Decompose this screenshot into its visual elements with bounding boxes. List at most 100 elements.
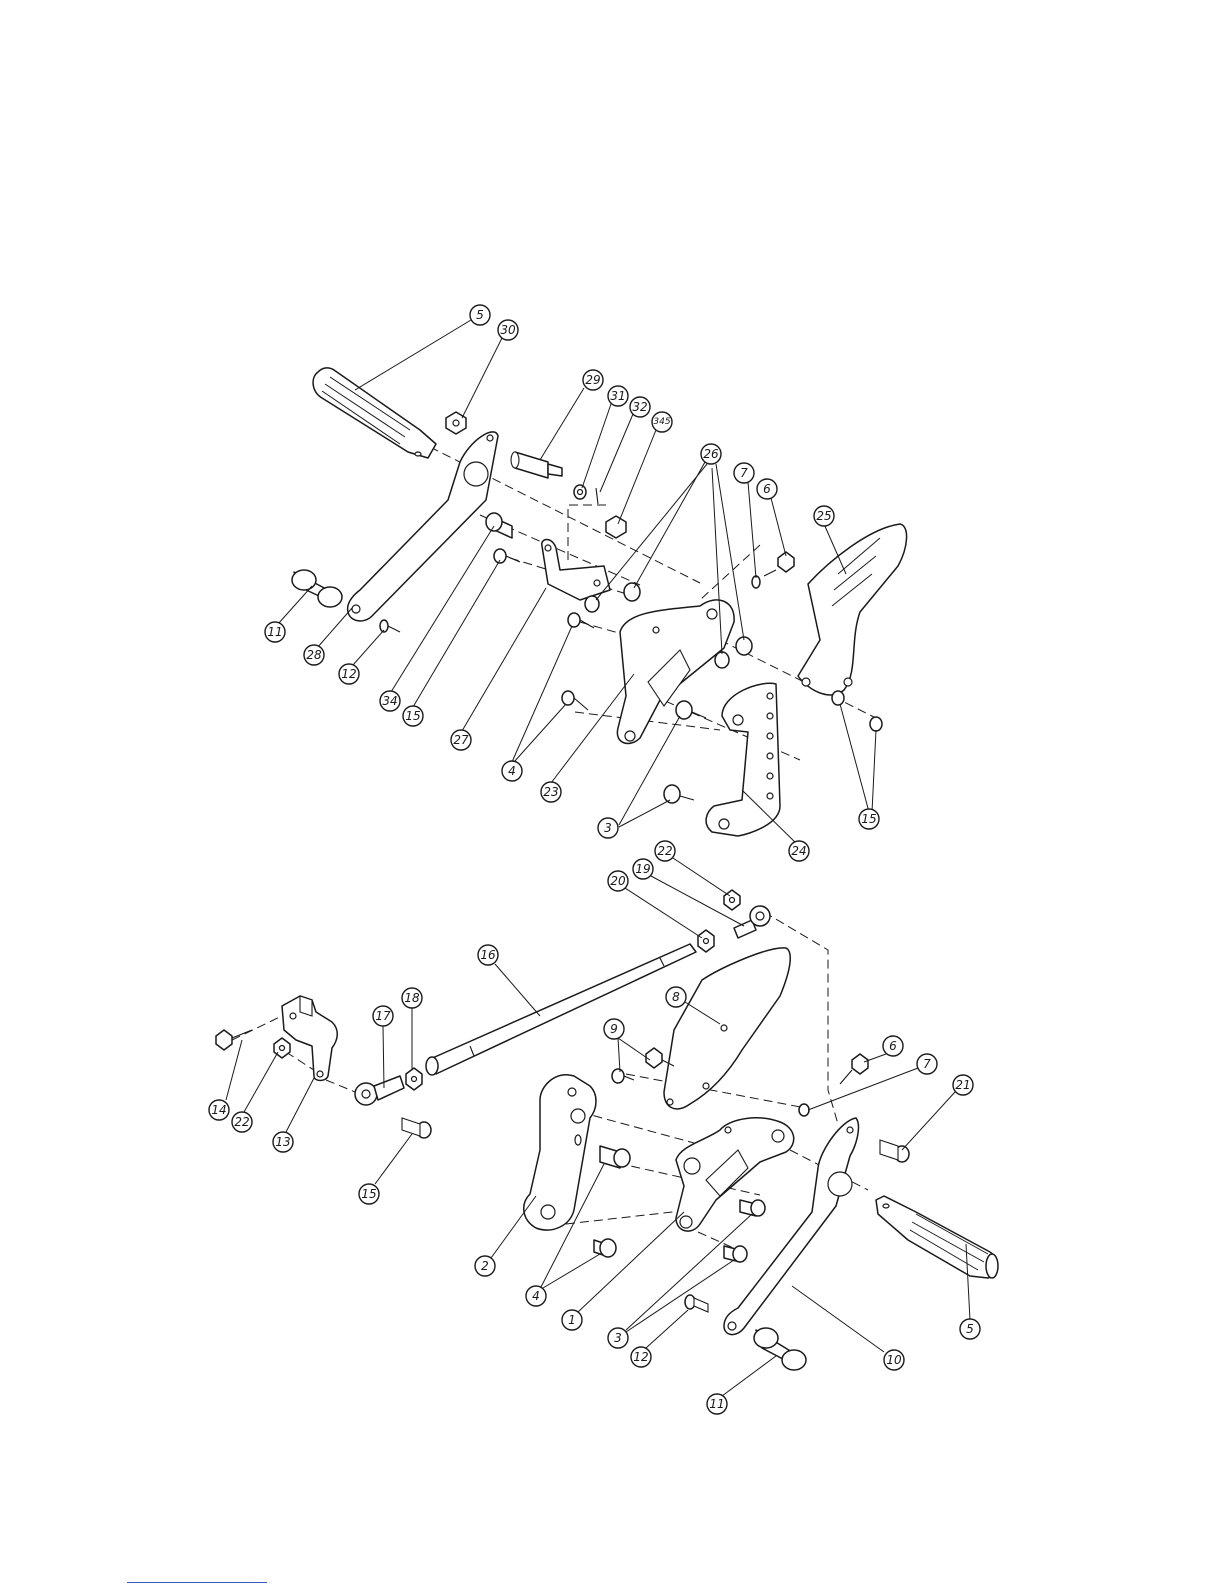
callout: 11 <box>707 1394 727 1414</box>
svg-text:4: 4 <box>508 764 516 778</box>
upper-footpeg-part <box>313 368 436 458</box>
svg-text:6: 6 <box>889 1039 897 1053</box>
footer-rule <box>127 1582 267 1583</box>
callout: 20 <box>608 871 628 891</box>
callout: 6 <box>757 479 777 499</box>
svg-text:5: 5 <box>476 308 484 322</box>
lower-collar-part <box>754 1328 806 1370</box>
lower-bolts-9-part <box>612 1048 674 1083</box>
svg-text:29: 29 <box>585 373 600 387</box>
callout: 26 <box>701 444 721 464</box>
callout: 7 <box>734 463 754 483</box>
svg-text:1: 1 <box>568 1313 576 1327</box>
callout: 30 <box>498 320 518 340</box>
callout: 345 <box>652 412 672 432</box>
callout: 28 <box>304 645 324 665</box>
upper-bolt-6-part <box>764 552 794 576</box>
svg-text:10: 10 <box>886 1353 902 1367</box>
lower-washer-7-part <box>799 1104 809 1116</box>
svg-text:2: 2 <box>481 1259 489 1273</box>
svg-text:32: 32 <box>632 400 647 414</box>
callout: 5 <box>960 1319 980 1339</box>
callout: 11 <box>265 622 285 642</box>
callout: 27 <box>451 730 471 750</box>
svg-text:23: 23 <box>543 785 558 799</box>
upper-lever-part <box>348 432 498 621</box>
upper-washer-part <box>574 485 586 499</box>
callout: 6 <box>883 1036 903 1056</box>
callout: 23 <box>541 782 561 802</box>
svg-text:18: 18 <box>404 991 420 1005</box>
upper-bolt-15-part <box>494 549 520 563</box>
upper-bolt-12-part <box>380 620 400 632</box>
callout: 14 <box>209 1100 229 1120</box>
lower-bolt-6-part <box>840 1054 868 1084</box>
lower-rod-end-17-part <box>355 1076 404 1105</box>
svg-text:24: 24 <box>791 844 806 858</box>
svg-text:3: 3 <box>604 821 612 835</box>
svg-text:8: 8 <box>672 990 680 1004</box>
callout: 3 <box>598 818 618 838</box>
upper-pivot-bolt-part <box>511 452 562 478</box>
callout: 32 <box>630 397 650 417</box>
upper-cotter-pin-part <box>596 488 598 504</box>
svg-text:30: 30 <box>500 323 516 337</box>
svg-text:7: 7 <box>923 1057 931 1071</box>
svg-text:345: 345 <box>653 417 670 427</box>
callout: 5 <box>470 305 490 325</box>
callout: 13 <box>273 1132 293 1152</box>
lower-rod-end-19-part <box>734 906 770 938</box>
callout: 19 <box>633 859 653 879</box>
upper-spacer-part <box>486 513 512 538</box>
upper-spacers-3-part <box>664 701 706 803</box>
svg-text:14: 14 <box>211 1103 226 1117</box>
callout: 29 <box>583 370 603 390</box>
svg-text:13: 13 <box>275 1135 290 1149</box>
upper-link-bracket-part <box>542 540 610 601</box>
lower-bolt-15-part <box>402 1118 431 1138</box>
svg-text:11: 11 <box>267 625 282 639</box>
lower-callouts: 22 19 20 16 18 17 14 22 13 15 9 8 6 7 21… <box>209 841 980 1414</box>
lower-nut-18-part <box>406 1068 422 1090</box>
callout: 12 <box>339 664 359 684</box>
callout: 31 <box>608 386 628 406</box>
svg-text:12: 12 <box>341 667 356 681</box>
callout: 2 <box>475 1256 495 1276</box>
callout: 15 <box>859 809 879 829</box>
callout: 22 <box>232 1112 252 1132</box>
callout: 34 <box>380 691 400 711</box>
svg-text:9: 9 <box>610 1022 618 1036</box>
callout: 25 <box>814 506 834 526</box>
callout: 4 <box>526 1286 546 1306</box>
upper-bolts-4-part <box>562 613 594 710</box>
callout: 10 <box>884 1350 904 1370</box>
lower-inner-bracket-part <box>676 1118 794 1231</box>
lower-assembly: 22 19 20 16 18 17 14 22 13 15 9 8 6 7 21… <box>209 841 998 1414</box>
lower-heel-guard-part <box>664 948 790 1109</box>
svg-text:19: 19 <box>635 862 650 876</box>
upper-bolts-15-right-part <box>832 691 882 731</box>
svg-text:16: 16 <box>480 948 496 962</box>
svg-text:17: 17 <box>375 1009 391 1023</box>
svg-text:6: 6 <box>763 482 771 496</box>
upper-hanger-plate-part <box>706 683 780 836</box>
svg-text:27: 27 <box>453 733 469 747</box>
callout: 18 <box>402 988 422 1008</box>
callout: 8 <box>666 987 686 1007</box>
svg-text:15: 15 <box>861 812 876 826</box>
lower-bolts-4-part <box>594 1146 630 1257</box>
svg-text:31: 31 <box>610 389 625 403</box>
lower-bolt-12-part <box>685 1295 708 1312</box>
callout: 1 <box>562 1310 582 1330</box>
callout: 7 <box>917 1054 937 1074</box>
svg-text:12: 12 <box>633 1350 648 1364</box>
callout: 15 <box>359 1184 379 1204</box>
lower-spacers-3-part <box>724 1200 765 1262</box>
svg-text:22: 22 <box>234 1115 249 1129</box>
svg-text:25: 25 <box>816 509 831 523</box>
svg-text:15: 15 <box>405 709 420 723</box>
svg-text:28: 28 <box>306 648 322 662</box>
upper-castle-nut-part <box>606 516 626 538</box>
svg-text:22: 22 <box>657 844 672 858</box>
